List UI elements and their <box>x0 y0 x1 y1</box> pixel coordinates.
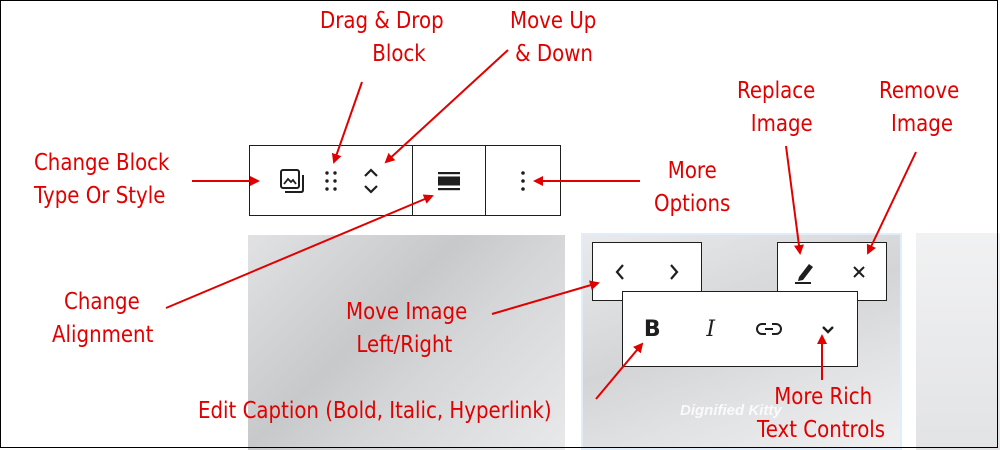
label-change-block: Change Block Type Or Style <box>34 150 170 209</box>
drag-handle-button[interactable] <box>311 157 351 205</box>
block-toolbar <box>249 145 561 216</box>
label-move-up-down: Move Up & Down <box>510 8 597 67</box>
caption-format-toolbar: B I <box>622 291 858 367</box>
chevron-up-icon[interactable] <box>361 165 381 181</box>
change-block-type-button[interactable] <box>271 157 311 205</box>
chevron-down-icon <box>821 326 834 334</box>
align-wide-icon <box>438 171 461 190</box>
label-remove-image: Remove Image <box>879 78 960 137</box>
move-image-left-button[interactable] <box>593 248 647 296</box>
move-image-right-button[interactable] <box>647 248 701 296</box>
label-change-alignment: Change Alignment <box>52 289 154 348</box>
pencil-icon <box>795 263 813 284</box>
more-vertical-icon <box>521 170 526 191</box>
italic-button[interactable]: I <box>682 299 741 359</box>
link-icon <box>756 323 783 335</box>
italic-icon: I <box>706 316 716 342</box>
close-icon <box>853 265 865 278</box>
link-button[interactable] <box>740 299 799 359</box>
label-drag-drop: Drag & Drop Block <box>320 8 444 67</box>
label-replace-image: Replace Image <box>737 78 816 137</box>
block-toolbar-group-block <box>250 146 412 215</box>
chevron-left-icon <box>615 263 624 280</box>
block-toolbar-group-align <box>411 146 486 215</box>
more-options-button[interactable] <box>503 157 543 205</box>
label-more-options: More Options <box>654 158 731 217</box>
move-up-down-buttons <box>351 157 391 205</box>
block-toolbar-group-more <box>485 146 560 215</box>
chevron-down-icon[interactable] <box>361 181 381 197</box>
remove-image-button[interactable] <box>832 248 886 296</box>
label-edit-caption: Edit Caption (Bold, Italic, Hyperlink) <box>198 398 552 424</box>
label-move-image: Move Image Left/Right <box>346 299 468 358</box>
image-caption[interactable]: Dignified Kitty <box>680 402 782 419</box>
gallery-image-3[interactable] <box>916 233 1000 450</box>
chevron-right-icon <box>670 263 679 280</box>
image-icon <box>279 168 304 193</box>
drag-handle-icon <box>325 170 337 191</box>
more-rich-text-button[interactable] <box>799 299 858 359</box>
change-alignment-button[interactable] <box>429 157 469 205</box>
bold-icon: B <box>643 316 661 342</box>
label-more-rich-text: More Rich Text Controls <box>757 384 886 443</box>
replace-image-button[interactable] <box>778 248 832 296</box>
bold-button[interactable]: B <box>623 299 682 359</box>
